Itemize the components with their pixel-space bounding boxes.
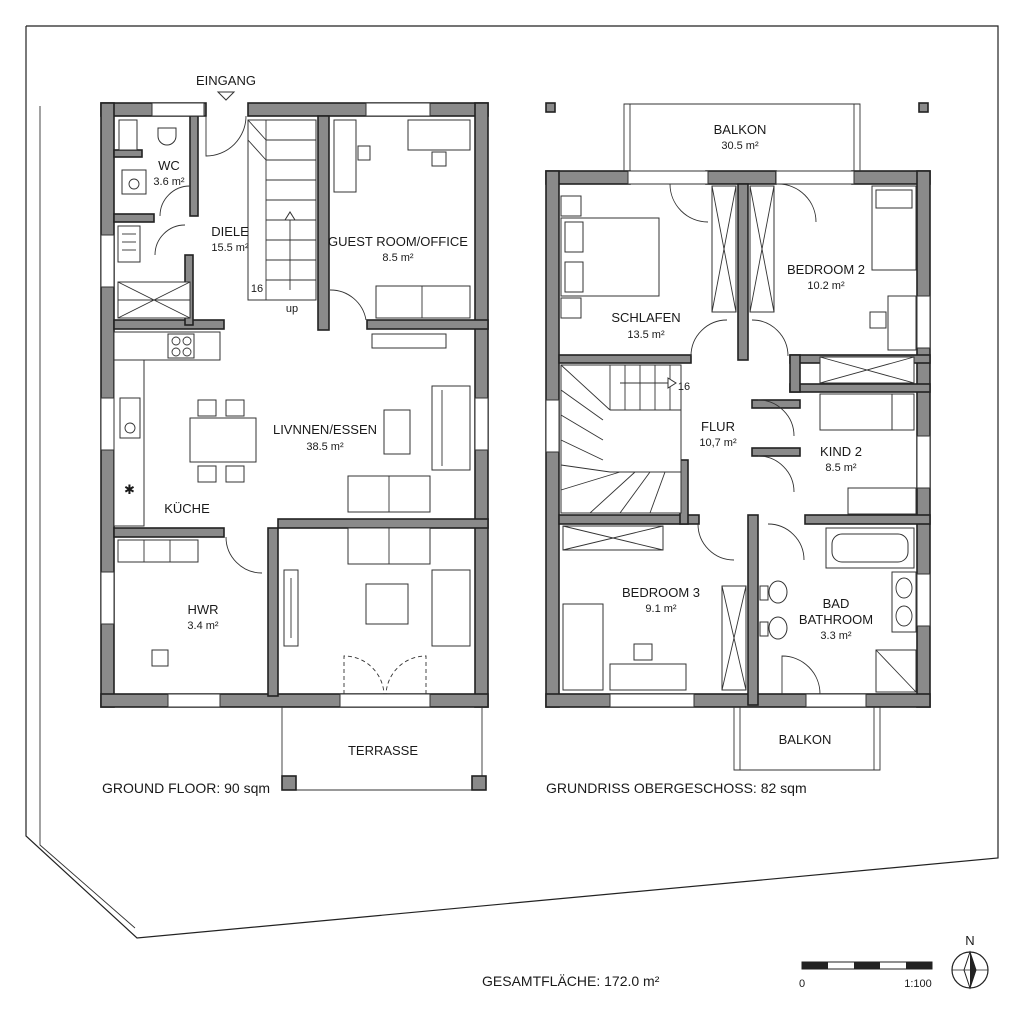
bedroom3-area: 9.1 m² bbox=[645, 603, 677, 615]
living-area: 38.5 m² bbox=[306, 441, 344, 453]
bedroom2-area: 10.2 m² bbox=[807, 280, 845, 292]
entrance-label: EINGANG bbox=[196, 73, 256, 88]
schlafen-area: 13.5 m² bbox=[627, 329, 665, 341]
stair-steps-ground: 16 bbox=[251, 283, 263, 295]
guest-room-area: 8.5 m² bbox=[382, 252, 414, 264]
kind2-area: 8.5 m² bbox=[825, 462, 857, 474]
wc-area: 3.6 m² bbox=[153, 176, 185, 188]
scale-start: 0 bbox=[799, 978, 805, 990]
ground-floor-plan: ✱ bbox=[100, 91, 489, 791]
ground-floor-caption: GROUND FLOOR: 90 sqm bbox=[102, 780, 270, 796]
hwr-name: HWR bbox=[187, 602, 218, 617]
north-label: N bbox=[965, 933, 974, 948]
balcony-top-area: 30.5 m² bbox=[721, 140, 759, 152]
upper-floor-caption: GRUNDRISS OBERGESCHOSS: 82 sqm bbox=[546, 780, 807, 796]
kitchen-name: KÜCHE bbox=[164, 501, 210, 516]
diele-area: 15.5 m² bbox=[211, 242, 249, 254]
guest-room-name: GUEST ROOM/OFFICE bbox=[328, 234, 468, 249]
scale-bar bbox=[801, 961, 933, 970]
living-name: LIVNNEN/ESSEN bbox=[273, 422, 377, 437]
bathroom-name: BATHROOM bbox=[799, 612, 873, 627]
kind2-name: KIND 2 bbox=[820, 444, 862, 459]
bedroom3-name: BEDROOM 3 bbox=[622, 585, 700, 600]
balcony-top-name: BALKON bbox=[714, 122, 767, 137]
total-area: GESAMTFLÄCHE: 172.0 m² bbox=[482, 973, 660, 989]
hwr-area: 3.4 m² bbox=[187, 620, 219, 632]
flur-area: 10,7 m² bbox=[699, 437, 737, 449]
stair-direction: up bbox=[286, 303, 298, 315]
scale-ratio: 1:100 bbox=[904, 978, 932, 990]
flur-name: FLUR bbox=[701, 419, 735, 434]
north-arrow bbox=[951, 950, 989, 990]
bad-name: BAD bbox=[823, 596, 850, 611]
terrace-name: TERRASSE bbox=[348, 743, 418, 758]
stair-steps-upper: 16 bbox=[678, 381, 690, 393]
bedroom2-name: BEDROOM 2 bbox=[787, 262, 865, 277]
wc-name: WC bbox=[158, 158, 180, 173]
balcony-bottom-name: BALKON bbox=[779, 732, 832, 747]
bathroom-area: 3.3 m² bbox=[820, 630, 852, 642]
schlafen-name: SCHLAFEN bbox=[611, 310, 680, 325]
diele-name: DIELE bbox=[211, 224, 249, 239]
svg-text:✱: ✱ bbox=[124, 482, 135, 497]
upper-floor-plan bbox=[545, 102, 931, 771]
site-boundary bbox=[25, 25, 999, 939]
